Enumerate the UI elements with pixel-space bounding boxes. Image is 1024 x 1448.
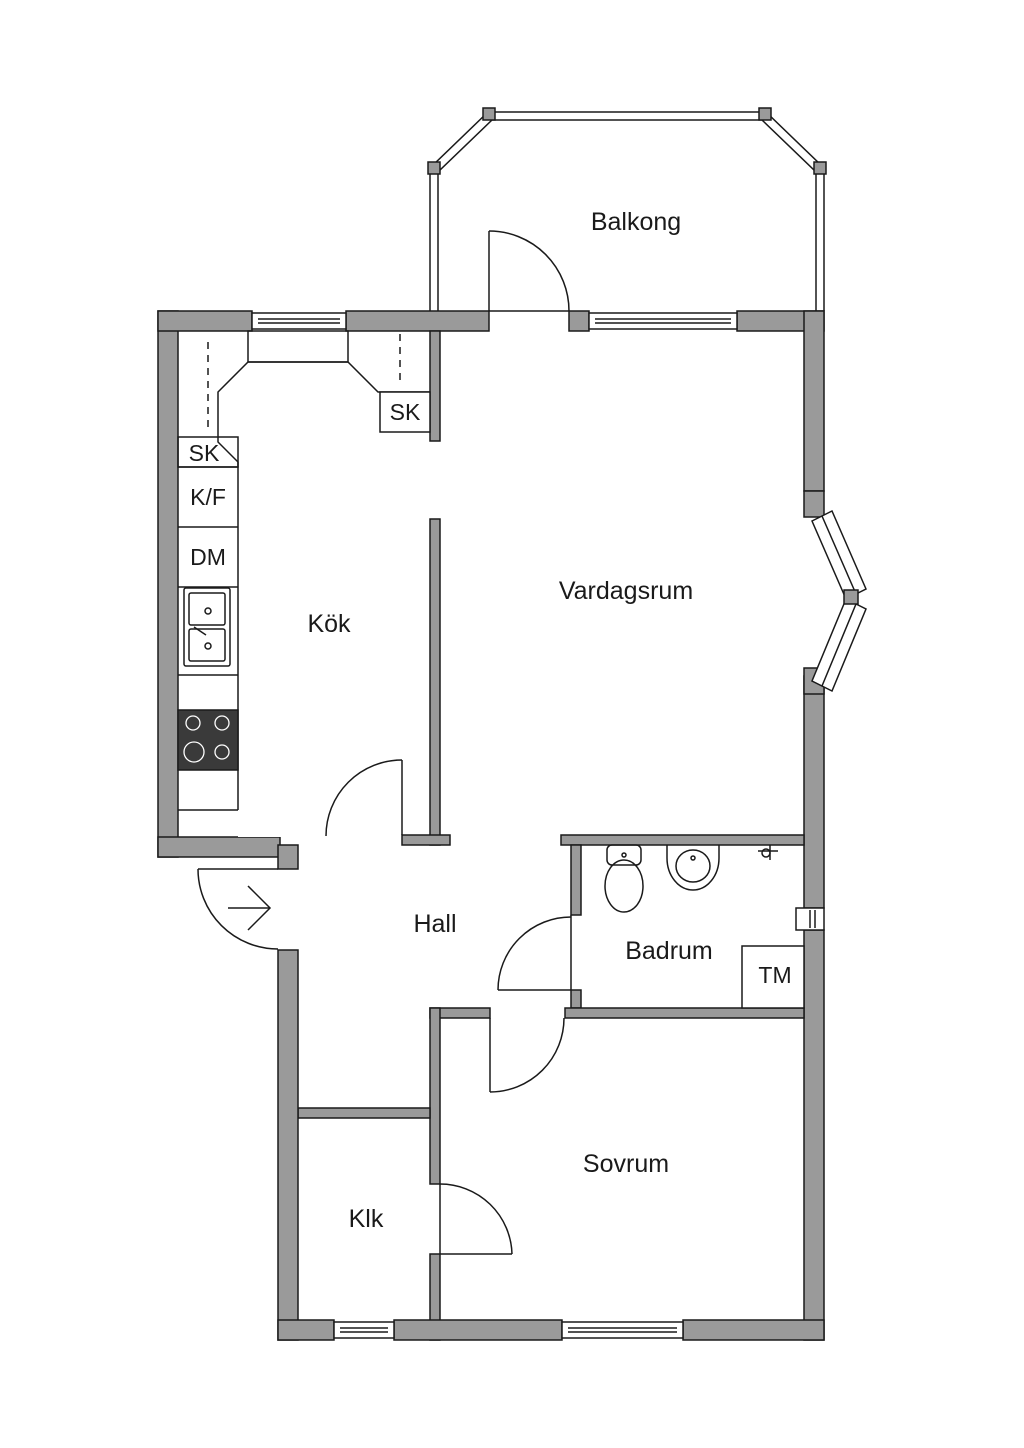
wall-south-2 — [393, 1319, 563, 1341]
room-label-vardagsrum: Vardagsrum — [559, 577, 693, 605]
balcony-post-tl — [482, 107, 496, 121]
walls — [157, 310, 825, 1341]
washbasin-icon — [666, 845, 720, 891]
room-label-badrum: Badrum — [625, 937, 713, 965]
fixture-label-sk-left: SK — [189, 440, 220, 466]
fixture-label-sk-top: SK — [390, 399, 421, 425]
balcony-rail-inner — [437, 119, 817, 311]
door-balcony — [488, 230, 570, 312]
kitchen-sink-icon — [183, 587, 231, 667]
wall-kitchen-west — [157, 310, 179, 858]
bay-window-corner — [843, 589, 859, 605]
wall-bath-south — [564, 1007, 805, 1019]
wall-east-lower — [803, 675, 825, 909]
window-bathroom-east — [795, 907, 825, 931]
wall-bath-north — [560, 834, 805, 846]
balcony-rail-outer — [429, 111, 825, 311]
room-label-kok: Kök — [307, 610, 351, 638]
faucet-icon — [758, 845, 778, 860]
fixture-label-dm: DM — [190, 544, 226, 570]
balcony-post-nw — [427, 161, 441, 175]
entrance-arrow-head — [247, 885, 272, 931]
wall-north-1 — [157, 310, 253, 332]
window-closet-south — [333, 1321, 395, 1339]
bay-window-upper — [811, 509, 867, 601]
room-label-hall: Hall — [413, 910, 456, 938]
bay-window-lower — [811, 597, 867, 693]
room-label-sovrum: Sovrum — [583, 1150, 669, 1178]
wall-bay-pocket-top — [803, 490, 825, 518]
room-label-balkong: Balkong — [591, 208, 681, 236]
wall-south-1 — [277, 1319, 335, 1341]
doors — [197, 230, 572, 1255]
balcony-post-tr — [758, 107, 772, 121]
room-label-klk: Klk — [349, 1205, 384, 1233]
door-entrance — [197, 868, 279, 950]
wall-hall-west — [277, 949, 299, 1341]
wall-east-bottom — [803, 929, 825, 1341]
tm-machine — [741, 945, 805, 1009]
wall-kitchen-south — [157, 836, 281, 858]
wall-east-upper — [803, 310, 825, 492]
fixture-label-tm: TM — [758, 962, 791, 988]
door-bedroom — [489, 1017, 565, 1093]
wall-hall-stub — [401, 834, 451, 846]
wall-bedroom-west-upper — [429, 1007, 441, 1185]
wall-north-3 — [568, 310, 590, 332]
balcony — [427, 107, 827, 312]
bathroom-fixtures — [604, 844, 805, 1009]
wall-north-2 — [345, 310, 490, 332]
door-kitchen — [325, 759, 403, 837]
window-sill-kitchen — [247, 330, 349, 363]
window-living-north — [588, 312, 738, 330]
wall-hall-west-upper — [277, 844, 299, 870]
sk-cabinet-top — [379, 391, 431, 433]
toilet-icon — [604, 844, 644, 913]
window-kitchen-north — [251, 312, 347, 330]
wall-south-3 — [682, 1319, 825, 1341]
door-closet — [439, 1183, 513, 1255]
stove-icon — [177, 709, 239, 771]
window-bedroom-south — [561, 1321, 684, 1339]
windows — [251, 312, 867, 1339]
fixture-label-kf: K/F — [190, 484, 226, 510]
door-bathroom — [497, 915, 572, 991]
wall-divider-upper — [429, 330, 441, 442]
wall-bath-west-lower — [570, 989, 582, 1009]
wall-bath-west-upper — [570, 844, 582, 916]
counter-top-edge — [217, 361, 430, 810]
sk-cabinet-left — [177, 436, 239, 468]
balcony-post-ne — [813, 161, 827, 175]
wall-divider-middle — [429, 518, 441, 846]
wall-closet-north — [297, 1107, 431, 1119]
wall-kitchen-south-2 — [238, 809, 298, 837]
kitchen-counter — [178, 330, 430, 811]
